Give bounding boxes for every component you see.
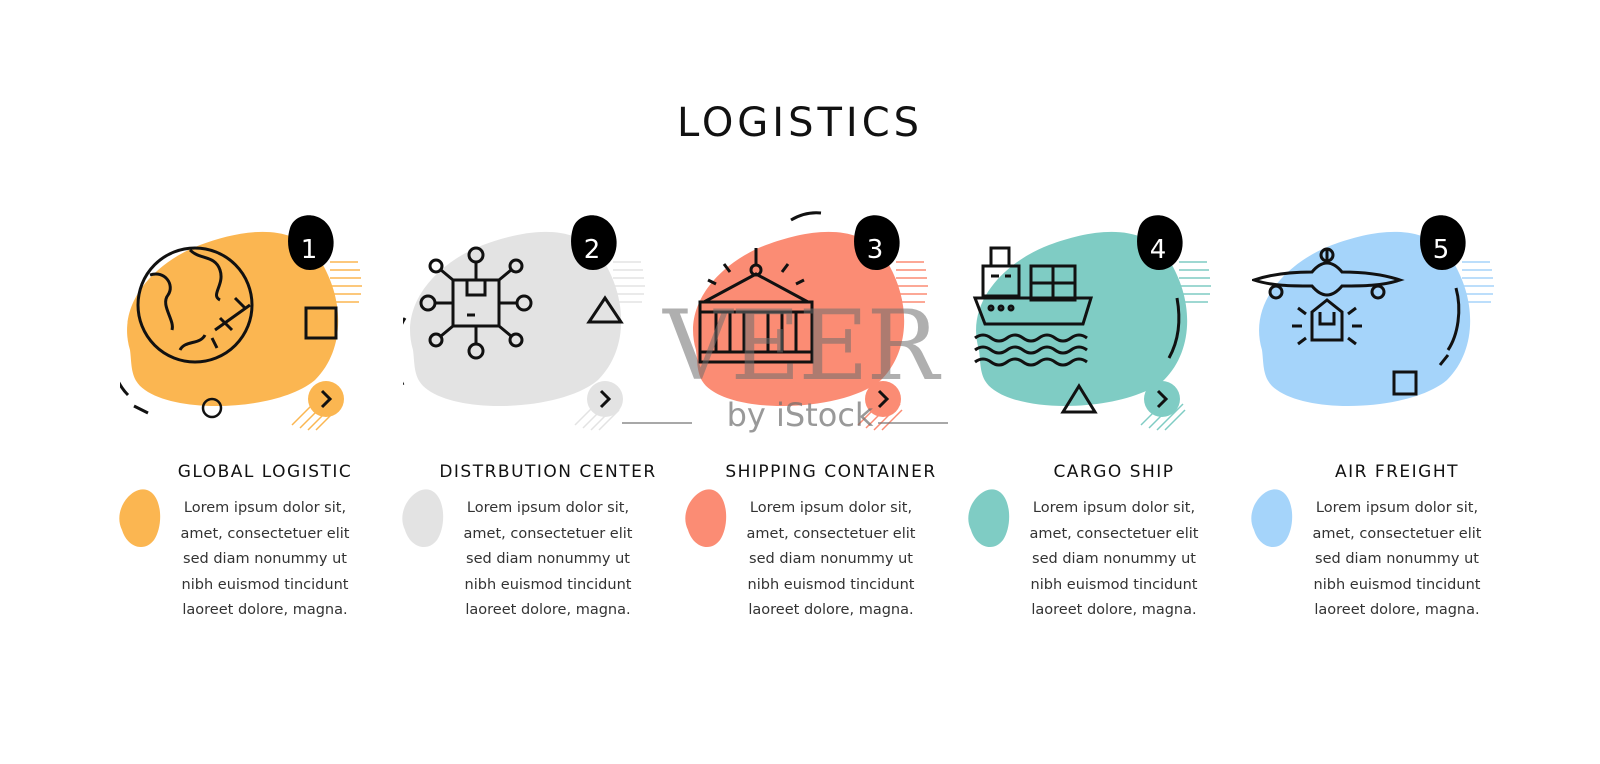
arc-decoration [1446,287,1461,351]
color-blob [410,231,622,407]
color-blob [1259,231,1471,407]
number-badge [571,215,617,270]
page-title: LOGISTICS [676,100,924,146]
text-blob [968,489,1010,548]
stripe-pattern [330,261,362,303]
color-blob [976,231,1188,407]
text-blob [402,489,444,548]
step-number: 5 [1433,235,1450,265]
step-distribution-center: 2 DISTRBUTION CENTER Lorem ipsum dolor s… [402,200,703,640]
step-heading: SHIPPING CONTAINER [725,462,937,482]
text-blob [119,489,161,548]
step-number: 1 [301,235,318,265]
cargo-ship-icon [972,246,1094,367]
text-blob [1251,489,1293,548]
step-heading: GLOBAL LOGISTIC [177,462,353,482]
square-decoration [304,306,338,340]
step-description: Lorem ipsum dolor sit, amet, consectetue… [746,500,916,618]
number-badge [288,215,334,270]
step-description: Lorem ipsum dolor sit, amet, consectetue… [180,500,350,618]
next-button[interactable] [1144,381,1180,417]
arc-decoration [120,381,130,397]
step-global-logistic: 1 GLOBAL LOGISTIC Lorem ipsum dolor sit,… [119,200,420,640]
number-badge [854,215,900,270]
air-freight-icon [1252,247,1405,346]
text-blob [685,489,727,548]
step-shipping-container: 3 SHIPPING CONTAINER Lorem ipsum dolor s… [685,200,986,640]
step-heading: DISTRBUTION CENTER [439,462,657,482]
step-1-artwork: 1 [120,215,362,431]
step-description: Lorem ipsum dolor sit, amet, consectetue… [1312,500,1482,618]
number-badge [1420,215,1466,270]
stripe-pattern [613,261,645,303]
next-button[interactable] [587,381,623,417]
number-badge [1137,215,1183,270]
step-number: 4 [1150,235,1167,265]
triangle-decoration [586,295,624,324]
step-description: Lorem ipsum dolor sit, amet, consectetue… [1029,500,1199,618]
step-cargo-ship: 4 CARGO SHIP Lorem ipsum dolor sit, amet… [968,200,1269,640]
circle-decoration [201,397,223,419]
arc-decoration-right [1167,297,1181,359]
arc-decoration [790,211,822,222]
step-heading: CARGO SHIP [1053,462,1175,482]
step-4-artwork: 4 [972,215,1211,431]
container-crane-icon [698,248,814,364]
triangle-decoration [1060,383,1098,414]
step-2-artwork: 2 [403,215,645,431]
step-3-artwork: 3 [693,211,928,431]
stripe-pattern [1179,261,1211,303]
distribution-network-icon [419,246,533,360]
step-5-artwork: 5 [1252,215,1494,407]
step-heading: AIR FREIGHT [1334,462,1460,482]
dash-decoration [1438,354,1450,366]
step-description: Lorem ipsum dolor sit, amet, consectetue… [463,500,633,618]
stripe-pattern [896,261,928,303]
dash-decoration [133,404,149,415]
step-number: 3 [867,235,884,265]
stripe-pattern [1462,261,1494,303]
globe-plane-icon [136,246,254,364]
square-decoration [1392,370,1418,396]
step-air-freight: 5 AIR FREIGHT Lorem ipsum dolor sit, ame… [1251,200,1552,640]
arc-decoration [403,317,407,385]
step-number: 2 [584,235,601,265]
next-button[interactable] [308,381,344,417]
next-button[interactable] [865,381,901,417]
